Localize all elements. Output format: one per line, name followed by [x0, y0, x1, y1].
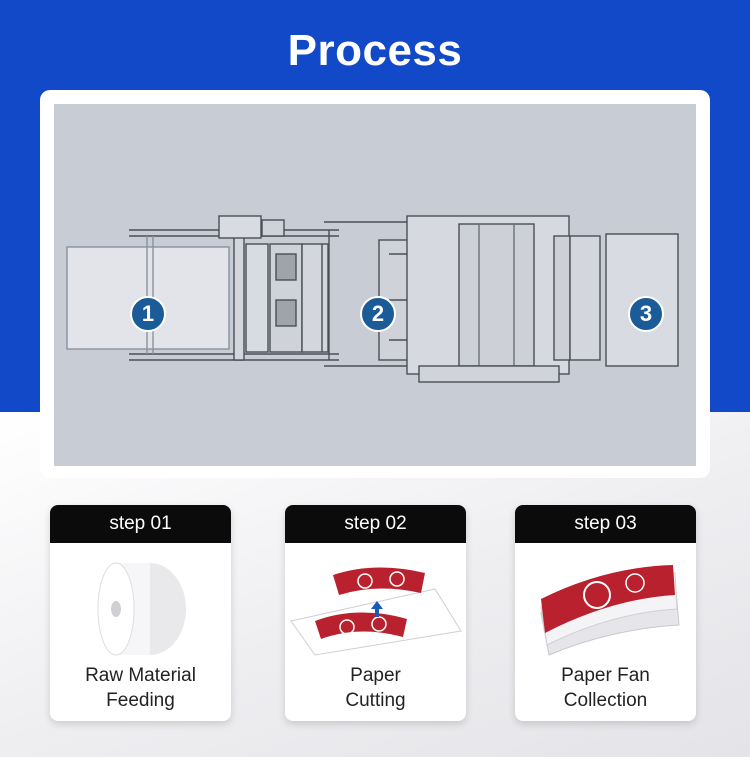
motor-unit: [218, 215, 262, 239]
paper-roll-icon: [97, 562, 186, 656]
step-card-03: step 03 Paper Fan Collection: [515, 505, 696, 721]
step-badge-1: 1: [130, 296, 166, 332]
feeder-frame: [233, 235, 245, 361]
step-label-line1: Paper Fan: [561, 665, 650, 686]
step-label-line2: Feeding: [106, 690, 175, 711]
step-header: step 02: [285, 505, 466, 543]
stacked-paper-fans-icon: [540, 565, 680, 656]
step-label-line2: Collection: [563, 690, 648, 711]
step-header: step 03: [515, 505, 696, 543]
step-header: step 01: [50, 505, 231, 543]
step-card-02: step 02 Paper Cutting: [285, 505, 466, 721]
step-label-line2: Cutting: [345, 690, 406, 711]
cut-paper-fan-icon: [290, 567, 462, 656]
step-label-line1: Paper: [350, 665, 401, 686]
step-badge-3: 3: [628, 296, 664, 332]
step-card-01: step 01 Raw Material Feeding: [50, 505, 231, 721]
step-badge-2: 2: [360, 296, 396, 332]
page-title: Process: [287, 26, 463, 75]
arrow-up-icon: [371, 601, 383, 617]
machine-diagram: [66, 215, 679, 383]
step-label-line1: Raw Material: [85, 665, 196, 686]
